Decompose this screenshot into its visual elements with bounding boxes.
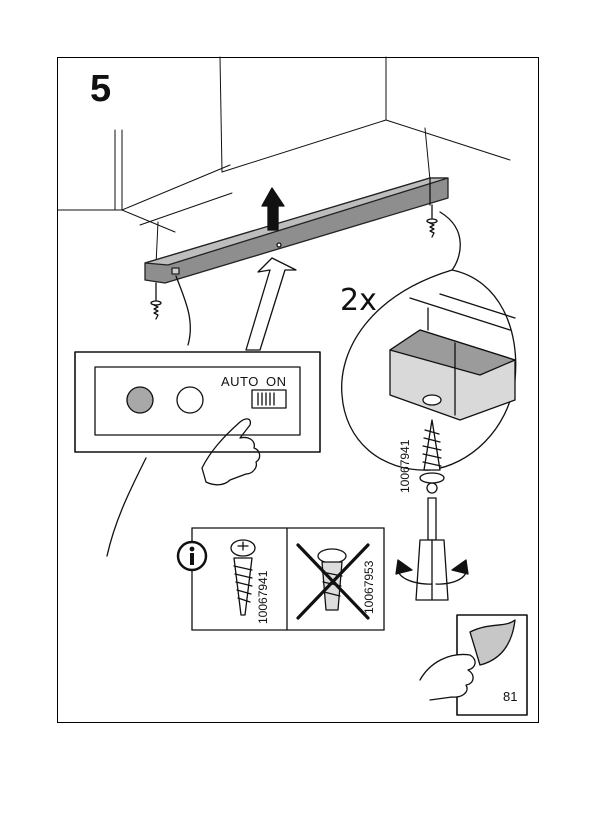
correct-screw-icon [231, 540, 255, 615]
power-cable [176, 276, 190, 345]
screw-compare-box [192, 528, 384, 630]
switch-on-label: ON [266, 374, 287, 389]
screw-code-correct: 10067941 [256, 571, 270, 624]
quantity-label: 2x [340, 283, 377, 318]
screw-right-icon [427, 205, 437, 237]
screw-code-wrong: 10067953 [362, 561, 376, 614]
screw-code-main: 10067941 [398, 440, 412, 493]
info-icon [176, 540, 208, 572]
switch-panel [75, 352, 320, 452]
step-number: 5 [90, 68, 111, 111]
light-bar [145, 178, 448, 283]
pointer-arrow [246, 258, 296, 350]
screw-left-icon [151, 283, 161, 319]
page-reference: 81 [503, 689, 517, 704]
switch-auto-label: AUTO [221, 374, 259, 389]
